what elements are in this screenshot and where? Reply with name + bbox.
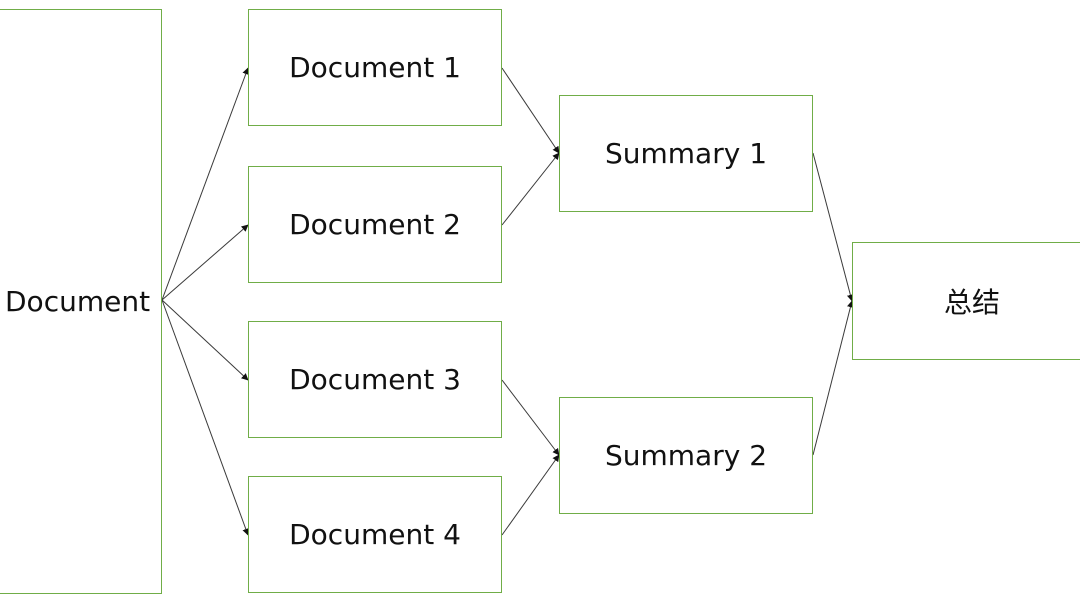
edge-document-to-document-3 [161, 299, 249, 381]
edge-document-3-to-summary-2 [501, 379, 560, 456]
node-summary-2-label: Summary 2 [604, 439, 768, 472]
node-summary-2: Summary 2 [559, 397, 813, 514]
node-document-1-label: Document 1 [289, 51, 461, 84]
node-summary-final: 总结 [852, 242, 1080, 360]
edge-document-4-to-summary-2 [501, 454, 560, 536]
node-summary-1-label: Summary 1 [604, 137, 768, 170]
edge-summary-1-to-summary-final [812, 152, 854, 302]
edge-summary-2-to-summary-final [812, 300, 854, 456]
node-document-label: Document [5, 285, 151, 318]
node-document-2-label: Document 2 [289, 208, 461, 241]
node-summary-final-label: 总结 [943, 286, 1000, 319]
edge-document-to-document-2 [161, 224, 249, 301]
node-summary-1: Summary 1 [559, 95, 813, 212]
edge-document-1-to-summary-1 [501, 67, 560, 154]
node-document-1: Document 1 [248, 9, 502, 126]
node-document-3: Document 3 [248, 321, 502, 438]
node-document-3-label: Document 3 [289, 363, 461, 396]
edge-document-to-document-4 [161, 299, 250, 536]
node-document-4: Document 4 [248, 476, 502, 593]
edge-document-2-to-summary-1 [501, 152, 560, 226]
edge-document-to-document-1 [161, 67, 250, 301]
node-document: Document [0, 9, 162, 594]
node-document-4-label: Document 4 [289, 518, 461, 551]
node-document-2: Document 2 [248, 166, 502, 283]
